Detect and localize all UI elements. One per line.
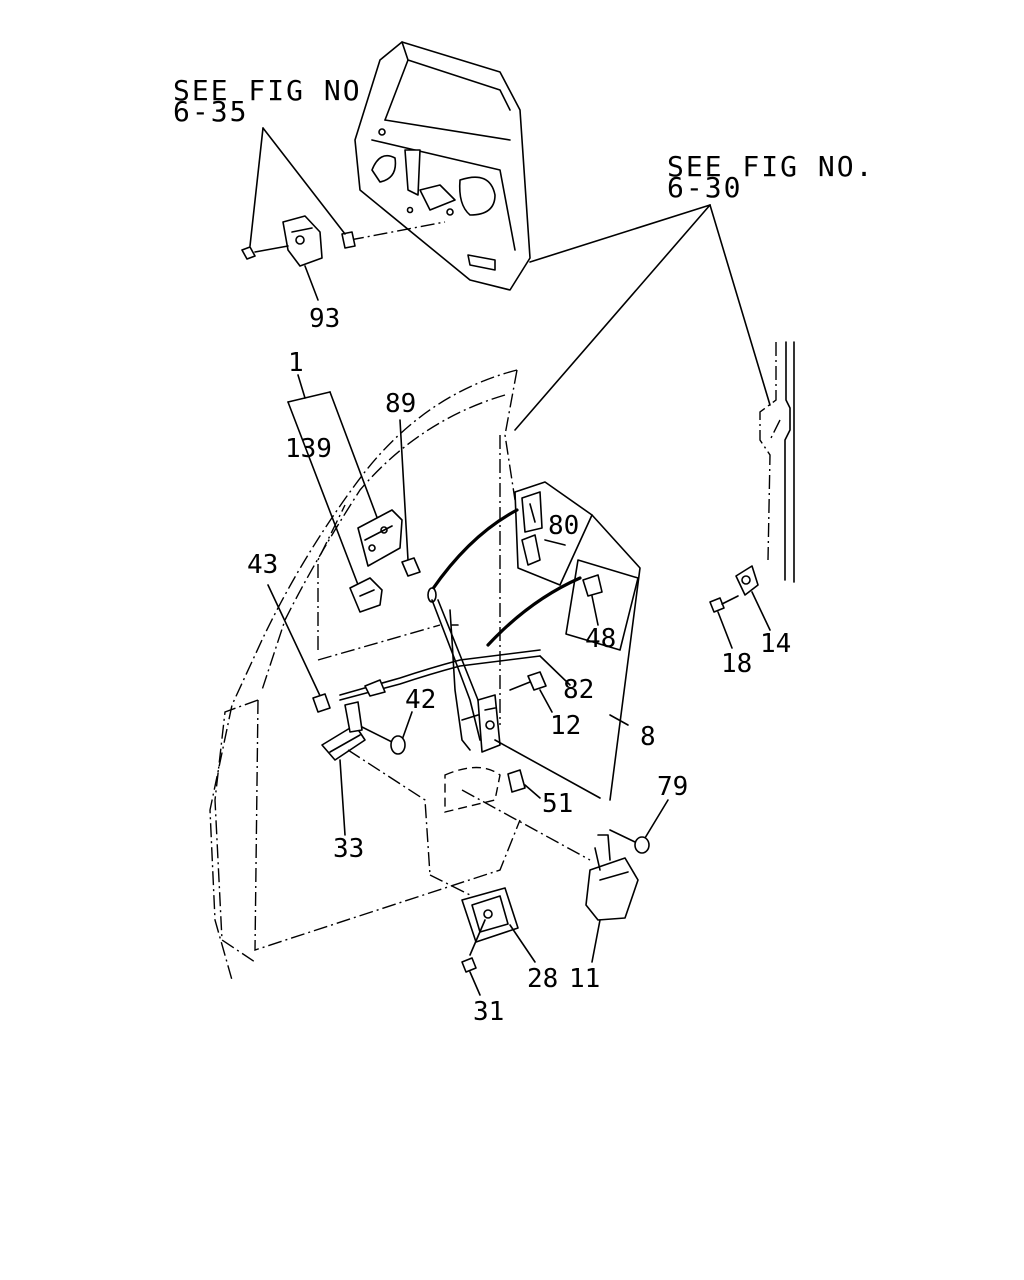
part-11-actuator — [585, 834, 639, 921]
part-80-panel — [514, 481, 593, 586]
group-bracket-8 — [591, 514, 641, 801]
part-18-screw — [709, 595, 739, 649]
rod-outer — [431, 599, 481, 741]
leader-33 — [339, 759, 346, 836]
callout-12: 12 — [550, 711, 581, 741]
callout-14: 14 — [760, 629, 791, 659]
part-93-bracket — [241, 215, 356, 267]
leader-51 — [524, 784, 541, 799]
door-outline — [209, 369, 521, 981]
part-48-panel — [565, 559, 639, 651]
pocket-outline — [444, 766, 501, 813]
callout-51: 51 — [542, 789, 573, 819]
leader-43 — [267, 584, 323, 701]
callout-31: 31 — [473, 997, 504, 1027]
leader-ref-left-b — [262, 127, 346, 235]
part-12-bolt — [509, 671, 547, 691]
leader-11 — [591, 919, 601, 963]
leader-42 — [401, 711, 413, 741]
glass-run-lower — [486, 576, 582, 647]
part-14-striker — [735, 565, 771, 631]
see-fig-reference-right-line1: SEE FIG NO. — [667, 150, 874, 183]
part-79-bolt — [609, 829, 650, 854]
leader-12 — [539, 689, 553, 713]
leader-79 — [644, 799, 669, 839]
callout-42: 42 — [405, 685, 436, 715]
callout-1: 1 — [288, 348, 304, 378]
callout-43: 43 — [247, 550, 278, 580]
leader-ref-right-a — [529, 204, 711, 263]
part-1-outer-handle — [357, 509, 403, 567]
see-fig-reference-left-line1: SEE FIG NO. — [173, 74, 380, 107]
callout-139: 139 — [285, 434, 332, 464]
upper-door-panel — [349, 41, 531, 291]
callout-18: 18 — [721, 649, 752, 679]
cable-top — [339, 649, 541, 696]
centerline-28 — [429, 874, 471, 896]
leader-ref-right-b — [514, 204, 711, 431]
callout-93: 93 — [309, 304, 340, 334]
cable-bottom — [339, 655, 541, 701]
callout-33: 33 — [333, 834, 364, 864]
callout-82: 82 — [563, 675, 594, 705]
leader-1-tick — [297, 374, 306, 399]
leader-8 — [609, 714, 629, 726]
leader-89 — [399, 419, 409, 561]
callout-28: 28 — [527, 964, 558, 994]
see-fig-reference-right-line2: 6-30 — [667, 171, 742, 204]
part-28-escutcheon — [461, 887, 519, 943]
part-89-bolt — [401, 557, 421, 577]
bracket-8-lower — [494, 739, 601, 799]
leader-93 — [304, 265, 319, 301]
rod-key — [449, 609, 471, 751]
part-139-clip — [349, 577, 383, 613]
leader-ref-right-c — [709, 204, 771, 406]
callout-48: 48 — [585, 624, 616, 654]
callout-11: 11 — [569, 964, 600, 994]
glass-run-upper — [430, 508, 519, 592]
part-82-lock — [461, 694, 501, 753]
leader-1-b — [329, 391, 379, 521]
see-fig-reference-left-line2: 6-35 — [173, 95, 248, 128]
part-51-clip — [507, 769, 526, 793]
group-bracket-1 — [287, 391, 331, 403]
cable-end — [364, 679, 386, 697]
leader-31 — [469, 971, 481, 996]
callout-8: 8 — [640, 722, 656, 752]
centerline-33 — [347, 749, 431, 876]
callout-79: 79 — [657, 772, 688, 802]
door-edge-section — [759, 341, 795, 583]
part-31-screw — [461, 919, 486, 973]
leader-28 — [509, 924, 536, 963]
leader-82 — [539, 655, 571, 686]
part-33-inner-handle — [321, 701, 366, 761]
leader-1-a — [287, 401, 361, 591]
callout-89: 89 — [385, 389, 416, 419]
centerline-lock — [461, 789, 591, 861]
leader-ref-left-a — [249, 127, 264, 247]
part-43-clip — [312, 693, 331, 713]
callout-80: 80 — [548, 511, 579, 541]
